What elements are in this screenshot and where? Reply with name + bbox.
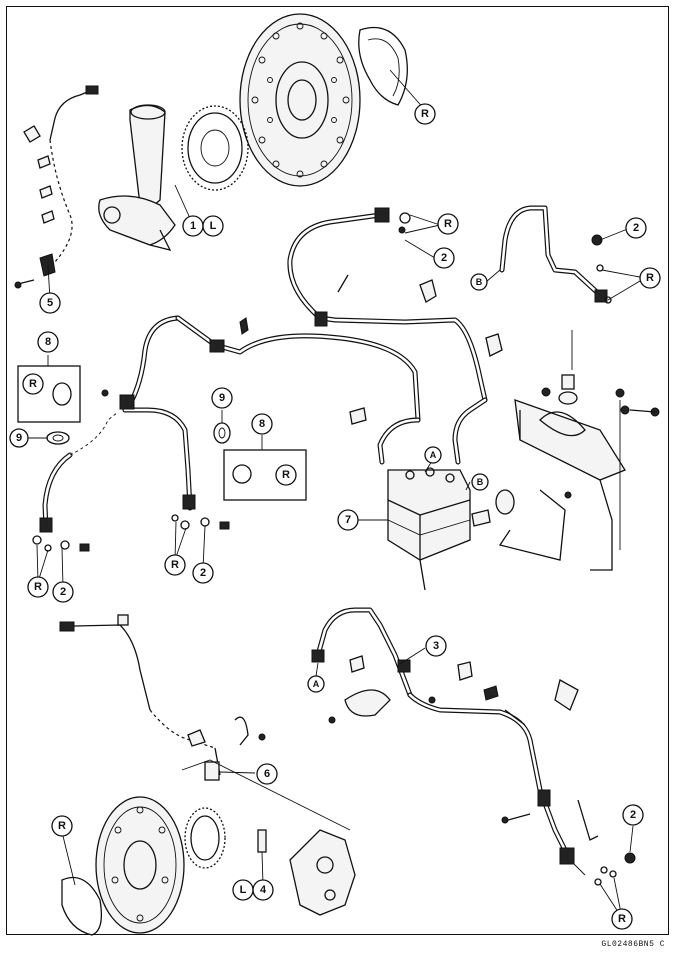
rear-brake-hose [311,607,636,886]
callout-r-front-disc: R [414,103,436,125]
callout-r-left-banjo: R [27,576,49,598]
svg-text:B: B [476,277,483,287]
callout-seven: 7 [337,509,359,531]
callout-r-top-banjo: R [437,213,459,235]
svg-text:R: R [171,559,179,571]
svg-text:6: 6 [264,768,270,780]
callout-five: 5 [39,292,61,314]
front-fork [98,104,176,251]
callout-r-box-mid: R [275,464,297,486]
rear-brake-disc [95,796,185,934]
figure-code: GL02486BN5 C [601,940,665,949]
svg-text:9: 9 [219,392,225,404]
svg-text:R: R [646,272,654,284]
callout-nine-left: 9 [9,428,29,448]
banjo-gasket-9-mid [213,422,231,444]
front-brake-disc [239,13,361,187]
svg-text:8: 8 [45,336,51,348]
front-wheel-sensor-lead [14,85,99,289]
svg-text:2: 2 [630,809,636,821]
detail-box-left [17,365,81,423]
small-clamps-top [101,274,503,425]
svg-text:B: B [477,477,484,487]
callout-r-top-right: R [639,267,661,289]
callout-l-front: L [202,215,224,237]
detail-box-mid [223,449,307,501]
sensor-guide-line [181,759,351,831]
diagram-frame [6,6,669,935]
callout-three: 3 [425,635,447,657]
callout-two-top-banjo: 2 [433,247,455,269]
svg-text:R: R [421,108,429,120]
svg-text:2: 2 [633,222,639,234]
svg-text:7: 7 [345,514,351,526]
banjo-gasket-9-left [46,431,70,445]
svg-text:2: 2 [60,586,66,598]
svg-text:A: A [430,450,437,460]
rear-wheel-sensor-lead [59,614,266,781]
abs-hydraulic-unit [387,467,491,591]
front-disc-gasket [358,26,408,106]
svg-text:2: 2 [200,567,206,579]
callout-r-mid-banjo: R [164,554,186,576]
svg-text:5: 5 [47,297,53,309]
svg-text:3: 3 [433,640,439,652]
rear-brake-clamps [328,655,599,841]
svg-text:9: 9 [16,432,22,444]
rear-disc-gasket [61,876,103,936]
callout-b-mid: B [471,473,489,491]
hose-fittings [32,207,612,552]
callout-one-left: 1 [182,215,204,237]
rear-caliper-bracket [257,829,356,916]
callout-two-mid-banjo: 2 [192,562,214,584]
svg-text:R: R [618,913,626,925]
svg-text:L: L [240,884,247,896]
callout-r-rear-banjo: R [611,908,633,930]
callout-nine-mid: 9 [211,387,233,409]
callout-l-rear: L [232,879,254,901]
callout-six: 6 [256,763,278,785]
svg-text:2: 2 [441,252,447,264]
svg-text:L: L [210,220,217,232]
callout-eight-left: 8 [37,331,59,353]
callout-four: 4 [252,879,274,901]
svg-text:4: 4 [260,884,267,896]
abs-bracket [495,330,660,571]
svg-text:R: R [34,581,42,593]
front-sensor-rotor [181,105,249,191]
top-right-hose [499,205,603,298]
callout-r-rear-disc: R [51,815,73,837]
callout-a-bottom: A [307,675,325,693]
callout-eight-mid: 8 [251,413,273,435]
svg-text:R: R [58,820,66,832]
svg-text:8: 8 [259,418,265,430]
callout-a-top: A [424,446,442,464]
callout-r-box-left: R [22,373,44,395]
callout-two-top-right: 2 [625,217,647,239]
svg-text:1: 1 [190,220,196,232]
svg-text:R: R [29,378,37,390]
svg-text:R: R [282,469,290,481]
callout-b-top: B [470,273,488,291]
callout-two-left-banjo: 2 [52,581,74,603]
front-brake-hoses [42,212,488,533]
svg-text:A: A [313,679,320,689]
svg-text:R: R [444,218,452,230]
rear-sensor-rotor [184,807,226,869]
callout-two-rear: 2 [622,804,644,826]
